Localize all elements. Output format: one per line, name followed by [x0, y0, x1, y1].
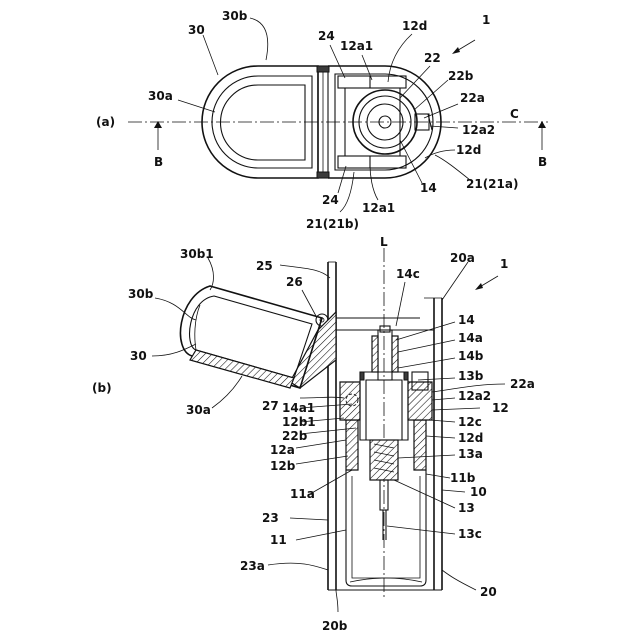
ref-label: 25 [256, 259, 273, 273]
ref-label: 14 [420, 181, 437, 195]
ref-label: 22a [460, 91, 485, 105]
ref-label: 30b [222, 9, 248, 23]
labels: (a) B B C 1 30 30b 30a 24 12a1 12d 22 22… [92, 9, 547, 633]
ref-label: 12d [402, 19, 427, 33]
ref-label: 24 [318, 29, 335, 43]
ref-label: 14b [458, 349, 484, 363]
ref-label: 13b [458, 369, 484, 383]
section-mark-c: C [510, 107, 519, 121]
ref-label: 12a2 [462, 123, 495, 137]
ref-label: 14a1 [282, 401, 315, 415]
ref-label: 11 [270, 533, 287, 547]
ref-label: 22b [448, 69, 474, 83]
ref-label: 12 [492, 401, 509, 415]
ref-label: 30 [188, 23, 205, 37]
cap-recess [221, 85, 306, 160]
ref-label: 12a [270, 443, 295, 457]
ref-label: 27 [262, 399, 279, 413]
section-mark-b-right: B [538, 155, 547, 169]
ref-label: 13 [458, 501, 475, 515]
ref-label: 23a [240, 559, 265, 573]
ref-label: 12b1 [282, 415, 316, 429]
nozzle-ring [353, 90, 417, 154]
ref-label: 12a1 [362, 201, 395, 215]
ref-label: 13c [458, 527, 482, 541]
ref-label: 21(21a) [466, 177, 518, 191]
ref-label: 20b [322, 619, 348, 633]
panel-b-label: (b) [92, 381, 112, 395]
section-mark-b-left: B [154, 155, 163, 169]
ref-label: 30b1 [180, 247, 214, 261]
ref-label: 30 [130, 349, 147, 363]
ref-label: 30a [148, 89, 173, 103]
ref-label: 14c [396, 267, 420, 281]
ref-label: 14a [458, 331, 483, 345]
ref-label: 12d [456, 143, 481, 157]
ref-label: 12b [270, 459, 296, 473]
panel-b-drawing [152, 248, 505, 612]
ref-label: 30b [128, 287, 154, 301]
ref-label: 20 [480, 585, 497, 599]
ref-label: 22a [510, 377, 535, 391]
ref-label: 22b [282, 429, 308, 443]
ref-label: 12a1 [340, 39, 373, 53]
ref-label: 13a [458, 447, 483, 461]
ref-label: 24 [322, 193, 339, 207]
ref-label: 30a [186, 403, 211, 417]
axis-l-label: L [380, 235, 388, 249]
panel-a-label: (a) [96, 115, 115, 129]
ref-label: 11a [290, 487, 315, 501]
ref-label: 21(21b) [306, 217, 359, 231]
ref-label: 20a [450, 251, 475, 265]
ref-label: 22 [424, 51, 441, 65]
ref-label: 1 [500, 257, 508, 271]
ref-label: 14 [458, 313, 475, 327]
ref-label: 23 [262, 511, 279, 525]
ref-label: 11b [450, 471, 476, 485]
ref-label: 12c [458, 415, 482, 429]
ref-label: 12a2 [458, 389, 491, 403]
ref-label: 1 [482, 13, 490, 27]
ref-label: 12d [458, 431, 483, 445]
ref-label: 26 [286, 275, 303, 289]
ref-label: 10 [470, 485, 487, 499]
